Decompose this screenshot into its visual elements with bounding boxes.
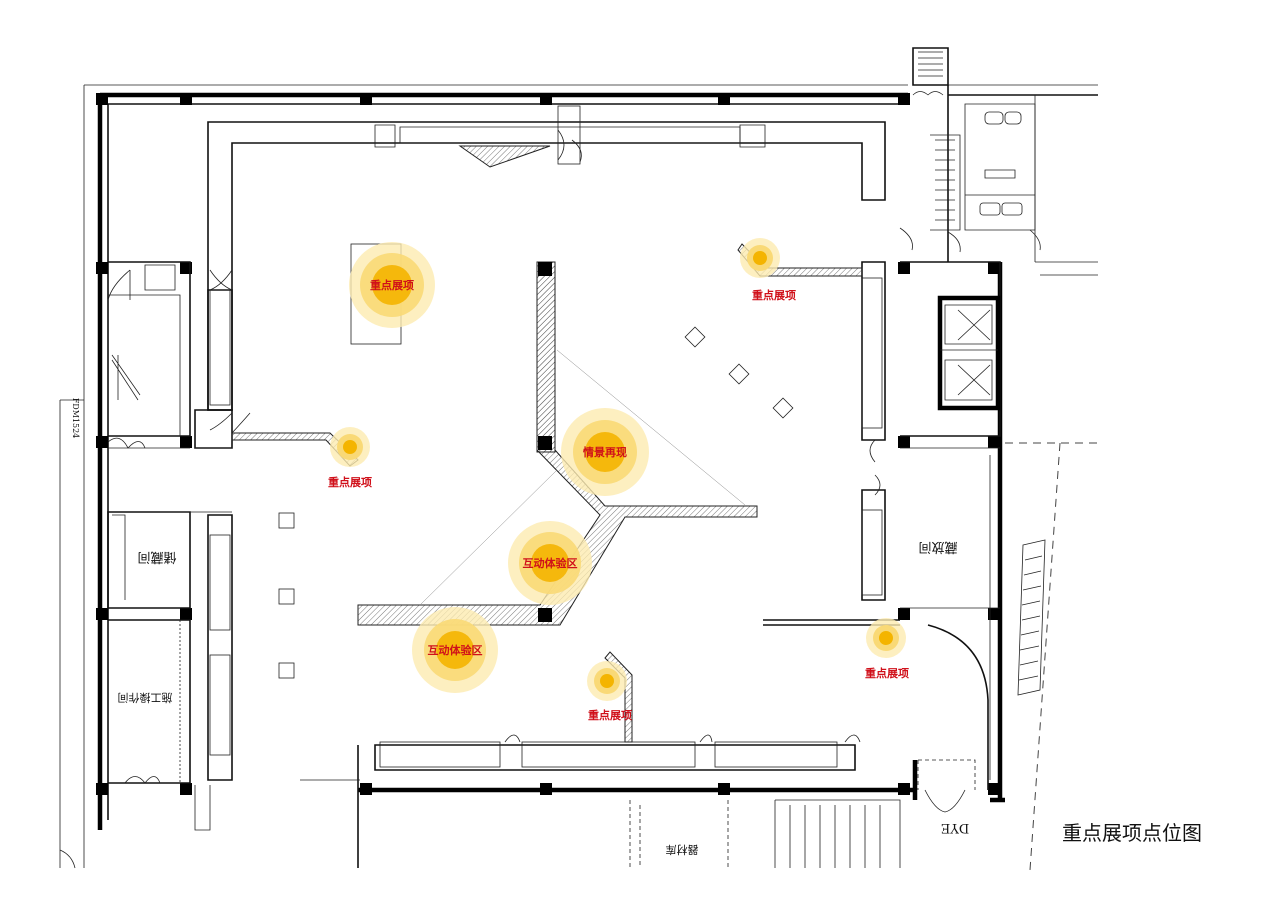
marker-label-m6: 互动体验区 — [428, 643, 483, 657]
room-label-storage-right: 藏放间 — [918, 539, 957, 554]
exhibit-markers — [330, 238, 906, 701]
marker-label-m1: 重点展项 — [370, 278, 414, 292]
door-swings — [59, 91, 1041, 869]
right-rooms — [900, 261, 1001, 780]
room-label-sign-code: FDM1524 — [71, 398, 80, 439]
map-title: 重点展项点位图 — [1062, 821, 1202, 845]
left-rooms — [107, 261, 232, 784]
room-label-equipment: 器材库 — [666, 843, 699, 857]
room-label-entrance-code: DYE — [941, 820, 970, 835]
room-label-storage-left: 储藏间 — [137, 549, 176, 564]
marker-label-m5: 互动体验区 — [523, 556, 578, 570]
washroom-block — [912, 47, 1036, 231]
room-label-workshop: 施工操作间 — [118, 691, 173, 705]
marker-label-m8: 重点展项 — [865, 666, 909, 680]
marker-label-m7: 重点展项 — [588, 708, 632, 722]
central-y-wall — [357, 261, 758, 626]
marker-label-m4: 情景再现 — [583, 445, 627, 459]
entrance-stairs — [194, 759, 976, 868]
marker-label-m3: 重点展项 — [752, 288, 796, 302]
outer-walls — [59, 84, 1098, 868]
display-walls — [194, 105, 886, 781]
marker-label-m2: 重点展项 — [328, 475, 372, 489]
exterior-ramp — [1005, 442, 1098, 871]
